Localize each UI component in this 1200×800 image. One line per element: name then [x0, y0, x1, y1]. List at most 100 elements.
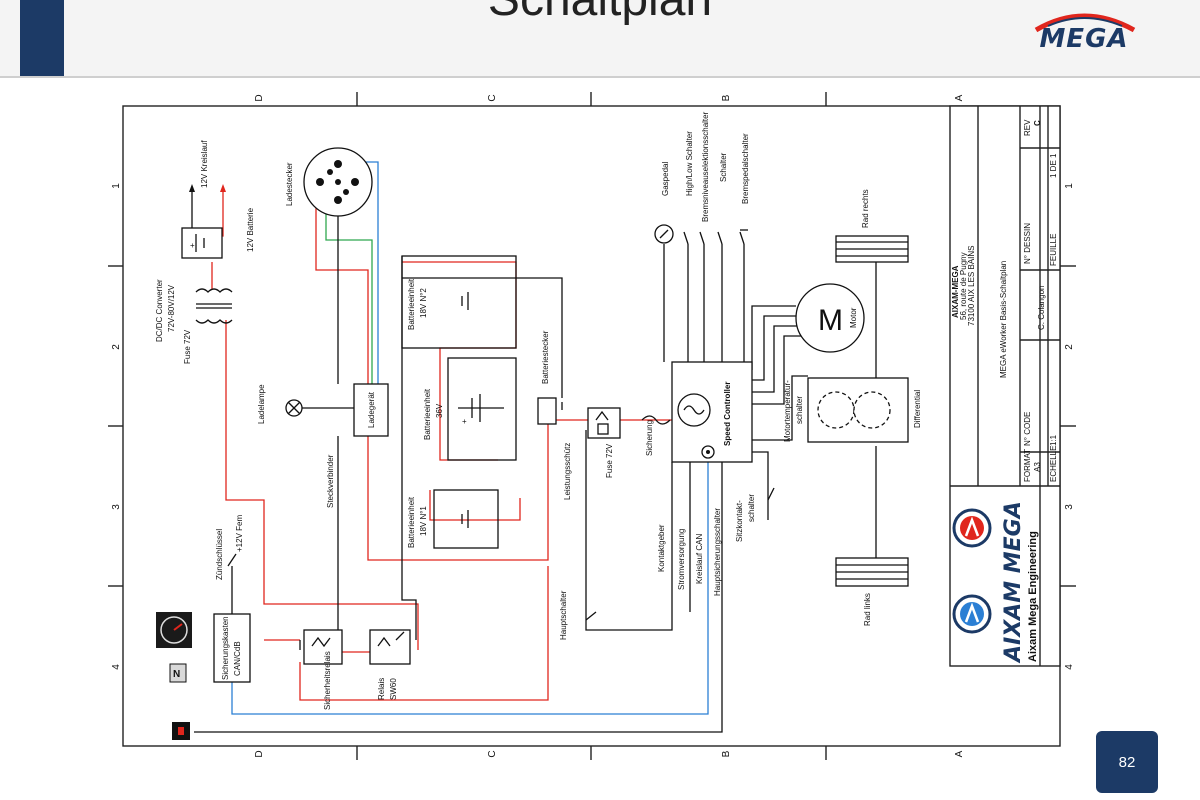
label-relais-b: SW60	[389, 678, 398, 700]
label-rad-rechts: Rad rechts	[861, 189, 870, 228]
battery-36v-icon: +	[458, 394, 504, 426]
mega-emblem-icon	[952, 594, 992, 634]
label-leistungsschuetz: Leistungsschütz	[563, 443, 572, 500]
label-dcdc-spec: 72V-80V/12V	[167, 284, 176, 332]
main-switch-icon	[585, 611, 597, 621]
battery-18v-2-icon	[461, 292, 469, 310]
svg-text:+: +	[190, 241, 195, 250]
motor-icon: M	[795, 283, 865, 353]
tb-value-echelle: 1:1	[1049, 434, 1058, 446]
warning-lamp-icon	[172, 722, 190, 740]
battery-18v-1-icon	[461, 510, 469, 528]
seat-switch-icon	[767, 487, 775, 501]
label-relais-a: Relais	[377, 678, 386, 700]
label-batteriestecker: Batteriestecker	[541, 330, 550, 384]
label-sitzkontakt-a: Sitzkontakt-	[735, 500, 744, 542]
safety-relay-icon	[303, 629, 343, 665]
slide-title: Schaltplan	[0, 0, 1200, 27]
row-label-left: 2	[111, 344, 122, 350]
label-motortemp-b: schalter	[795, 396, 804, 424]
col-label-bottom: C	[487, 750, 498, 757]
battery-unit-36v	[447, 357, 517, 461]
relay-sw60-icon	[369, 629, 411, 665]
battery-12v-icon: +	[181, 184, 226, 259]
battery-unit-18v-2	[401, 255, 517, 349]
row-label-right: 3	[1064, 504, 1075, 510]
label-speed-controller: Speed Controller	[723, 382, 732, 446]
dashboard-gauge-icon	[156, 612, 192, 648]
col-label-top: A	[954, 94, 965, 101]
battery-unit-18v-1	[433, 489, 499, 549]
row-label-right: 4	[1064, 664, 1075, 670]
label-sicherheitsrelais: Sicherheitsrelais	[323, 651, 332, 710]
label-fuse-72v: Fuse 72V	[183, 329, 192, 364]
label-sitzkontakt-b: schalter	[747, 494, 756, 522]
col-label-top: D	[254, 94, 265, 101]
tb-drawing-title: MEGA eWorker Basis-Schaltplan	[999, 261, 1008, 378]
controller-symbol-icon	[677, 393, 715, 459]
label-motor: Motor	[849, 307, 858, 328]
fuse-icon	[641, 415, 671, 425]
label-schalter: Schalter	[719, 152, 728, 182]
label-ladegeraet: Ladegerät	[367, 391, 376, 428]
label-batt-n1-a: Batterieeinheit	[407, 496, 416, 548]
charging-socket-icon	[303, 147, 373, 217]
differential-icon	[807, 377, 909, 443]
label-hauptschalter: Hauptschalter	[559, 590, 568, 640]
fuse-box	[213, 613, 251, 683]
black-wires	[191, 188, 877, 733]
label-batt-n2-a: Batterieeinheit	[407, 278, 416, 330]
svg-text:+: +	[462, 417, 467, 426]
label-bremspedal: Bremspedalschalter	[741, 133, 750, 204]
tb-address1: 56, route de Pugny	[959, 252, 968, 320]
tb-label-feuille: FEUILLE	[1049, 234, 1058, 266]
row-label-left: 4	[111, 664, 122, 670]
tb-brand: AIXAM MEGA	[1001, 501, 1026, 664]
label-steckverbinder: Steckverbinder	[326, 454, 335, 508]
n-indicator-box	[169, 663, 187, 683]
wheel-left-icon	[835, 557, 909, 587]
col-label-bottom: D	[254, 750, 265, 757]
ignition-key-icon	[227, 553, 237, 567]
label-differential: Differential	[913, 390, 922, 428]
label-fuse-72v-2: Fuse 72V	[605, 443, 614, 478]
label-sicherungskasten-b: CAN/CdB	[233, 641, 242, 676]
label-stromversorgung: Stromversorgung	[677, 529, 686, 590]
title-block: AIXAM-MEGA 56, route de Pugny 73100 AIX …	[949, 105, 1061, 667]
gas-pedal-icon	[654, 224, 674, 244]
tb-engineering: Aixam Mega Engineering	[1027, 531, 1039, 662]
label-sicherung: Sicherung	[645, 420, 654, 456]
tb-company: AIXAM-MEGA	[951, 265, 960, 318]
mega-logo-icon	[1034, 13, 1136, 33]
label-zuendschluessel: Zündschlüssel	[215, 529, 224, 580]
label-12v-kreislauf: 12V Kreislauf	[200, 140, 209, 188]
frame-ticks	[108, 92, 1076, 760]
page-number-badge: 82	[1096, 731, 1158, 793]
label-kreislauf-can: Kreislauf CAN	[695, 534, 704, 584]
slide-header: Schaltplan MEGA	[0, 0, 1200, 78]
charger-box	[353, 383, 389, 437]
tb-value-feuille: 1 DE 1	[1049, 153, 1058, 178]
logo-text: MEGA	[1039, 24, 1129, 54]
battery-plug-box	[537, 397, 557, 425]
tb-address2: 73100 AIX LES BAINS	[967, 246, 976, 327]
wheel-right-icon	[835, 235, 909, 263]
label-ladelampe: Ladelampe	[257, 384, 266, 424]
label-sicherungskasten-a: Sicherungskasten	[221, 616, 230, 680]
green-wires	[325, 202, 373, 386]
red-wires	[211, 182, 672, 701]
row-label-right: 2	[1064, 344, 1075, 350]
label-12v-batterie: 12V Batterie	[246, 207, 255, 252]
label-rad-links: Rad links	[863, 593, 872, 626]
row-label-right: 1	[1064, 183, 1075, 189]
tb-label-rev: REV	[1023, 119, 1032, 136]
aixam-emblem-icon	[952, 508, 992, 548]
label-batt-n2-b: 18V N°2	[419, 288, 428, 318]
label-gaspedal: Gaspedal	[661, 162, 670, 196]
label-motortemp-a: Motortemperatur-	[783, 380, 792, 442]
label-plus12v: +12V Fem	[235, 515, 244, 552]
label-hauptsicherung: Hauptsicherungsschalter	[713, 508, 722, 596]
motor-symbol: M	[818, 304, 843, 337]
tb-drawn-by: C. Colangon	[1037, 286, 1046, 330]
